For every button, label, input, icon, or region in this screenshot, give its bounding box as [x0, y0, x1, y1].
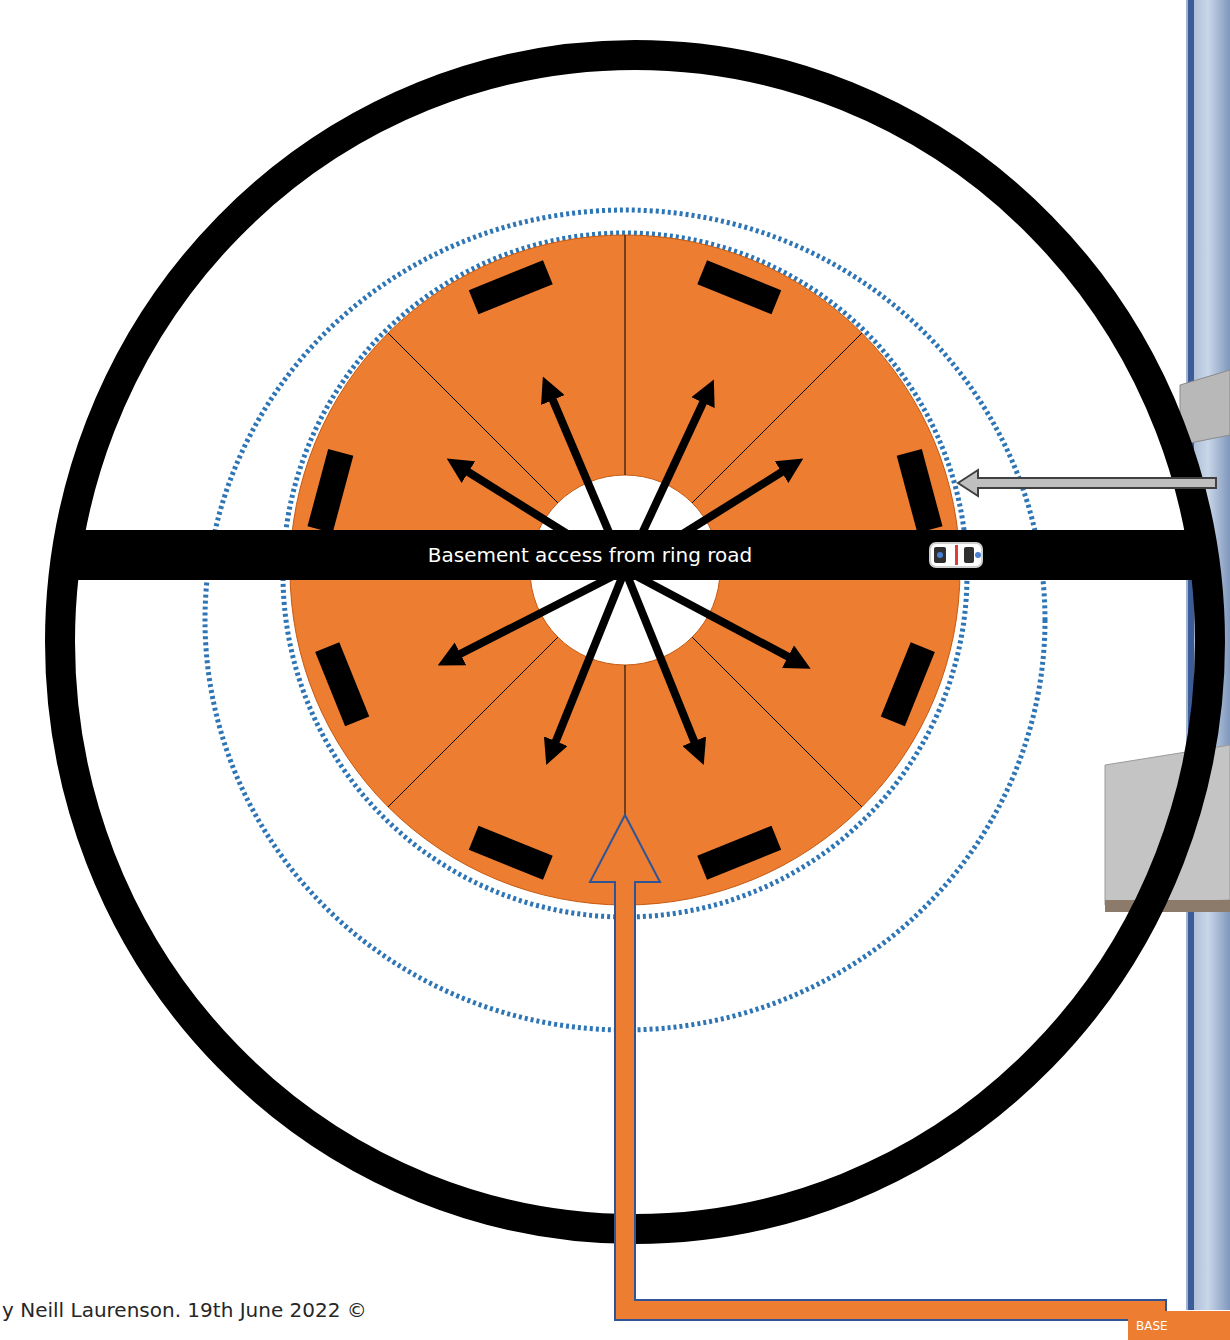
credit-note: y Neill Laurenson. 19th June 2022 ©	[2, 1298, 367, 1322]
parking-block	[469, 260, 553, 314]
access-road-band: Basement access from ring road	[75, 530, 1205, 580]
parking-block	[315, 642, 369, 726]
node-label: Basement access from ring road	[428, 543, 753, 567]
node-label: BASE	[1136, 1319, 1168, 1333]
radial-arrow	[550, 570, 625, 755]
sector-line	[625, 235, 626, 475]
sector-line	[692, 637, 862, 807]
parking-block	[307, 449, 353, 533]
radial-arrow	[625, 570, 700, 755]
parking-block	[469, 826, 553, 880]
parking-block	[897, 449, 943, 533]
radial-arrow	[625, 570, 802, 664]
parking-block	[881, 642, 935, 726]
sector-line	[388, 637, 558, 807]
parking-block	[697, 826, 781, 880]
route-arrow	[590, 815, 1166, 1320]
ambulance-icon	[930, 543, 982, 567]
pointer-arrow	[958, 470, 1216, 496]
basement-tab: BASE	[1128, 1311, 1230, 1340]
radial-arrow	[447, 570, 625, 661]
parking-block	[697, 260, 781, 314]
